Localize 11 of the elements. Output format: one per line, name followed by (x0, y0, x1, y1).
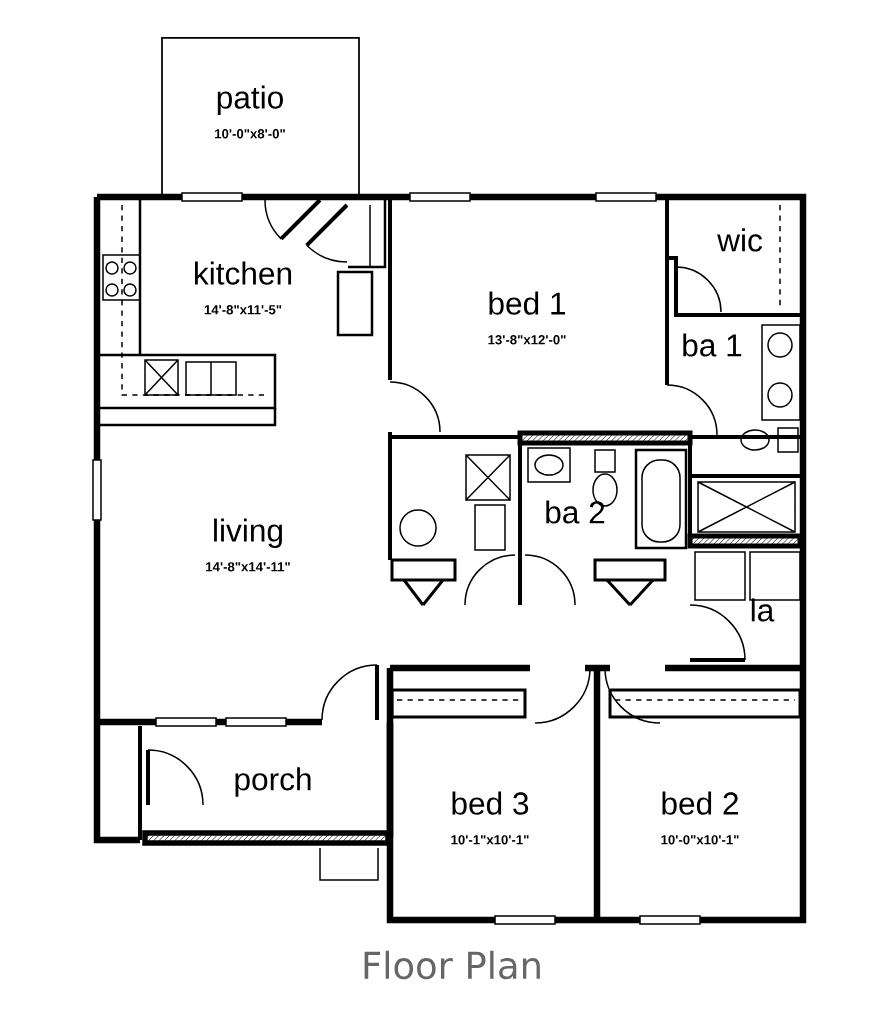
room-label: living 14'-8"x14'-11" (206, 518, 290, 572)
room-label: bed 3 10'-1"x10'-1" (451, 791, 529, 845)
room-label: bed 2 10'-0"x10'-1" (661, 791, 739, 845)
room-label: porch (235, 767, 311, 797)
room-label: la (751, 598, 775, 622)
caption: Floor Plan (364, 950, 540, 980)
room-label: ba 1 (683, 333, 742, 357)
room-label: kitchen 14'-8"x11'-5" (195, 261, 292, 315)
room-label: bed 1 13'-8"x12'-0" (488, 291, 566, 345)
room-label: patio 10'-0"x8'-0" (215, 85, 285, 139)
room-label: wic (717, 228, 762, 252)
